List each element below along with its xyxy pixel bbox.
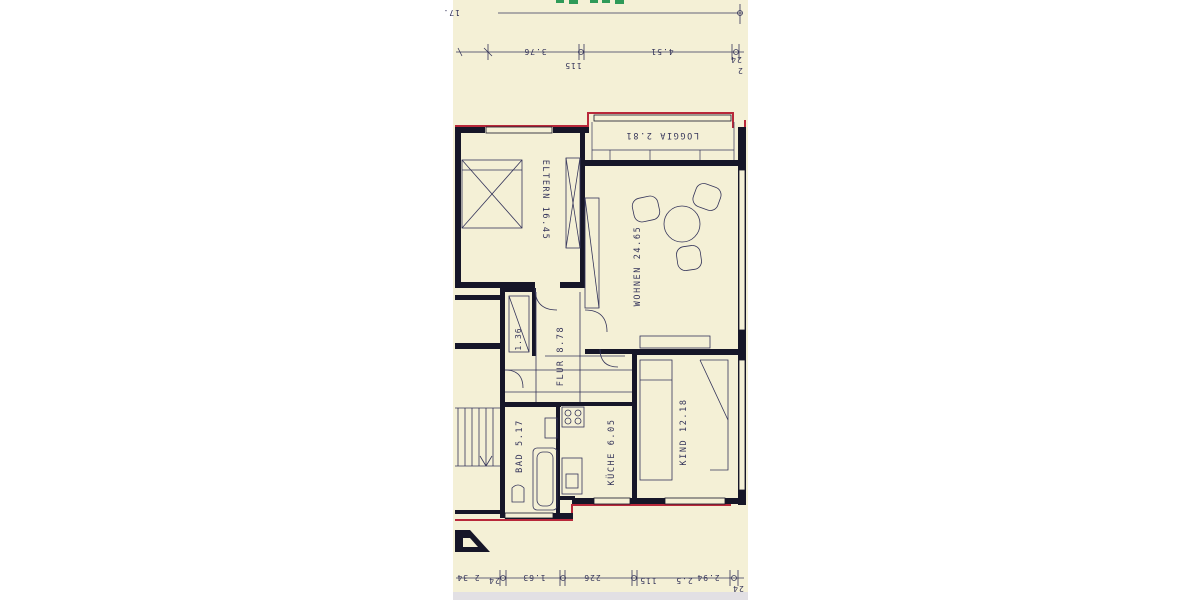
entry-arrow <box>455 530 490 552</box>
bottom-dim-25: 2.5 <box>675 576 692 585</box>
top-dim-115: 115 <box>564 61 581 70</box>
room-label-loggia: LOGGIA 2.81 <box>625 130 699 140</box>
top-dim-24: 24 <box>730 55 742 64</box>
paper-bottom-edge <box>453 592 748 600</box>
top-dim-376: 3.76 <box>523 47 546 56</box>
top-dim-overall: 17. <box>443 8 460 17</box>
top-dim-451: 4.51 <box>650 47 673 56</box>
bottom-dim-24b: 24 <box>732 584 744 593</box>
bottom-dim-234: 2 34 <box>456 573 479 582</box>
room-label-wohnen: WOHNEN 24.65 <box>633 226 643 307</box>
room-label-bad: BAD 5.17 <box>515 419 525 473</box>
top-dimension-lines <box>456 4 744 60</box>
bottom-dim-24a: 24 <box>488 576 500 585</box>
bottom-dim-294: 2.94 <box>696 573 719 582</box>
windows <box>485 114 746 519</box>
green-title-mark <box>556 0 624 4</box>
room-label-kind: KIND 12.18 <box>679 398 689 465</box>
room-label-storage: 1.36 <box>514 327 523 350</box>
interior-details <box>461 157 729 511</box>
loggia-balustrade <box>591 122 735 160</box>
room-label-eltern: ELTERN 16.45 <box>540 160 550 241</box>
room-label-kueche: KÜCHE 6.05 <box>606 418 617 485</box>
bottom-dim-115: 115 <box>639 576 656 585</box>
bottom-dim-226: 226 <box>583 573 600 582</box>
room-label-flur: FLUR 8.78 <box>556 326 566 386</box>
top-dim-2: 2 <box>737 66 743 75</box>
staircase <box>455 407 500 467</box>
bottom-dim-163: 1.63 <box>522 573 545 582</box>
bottom-dimension-lines <box>456 570 744 586</box>
